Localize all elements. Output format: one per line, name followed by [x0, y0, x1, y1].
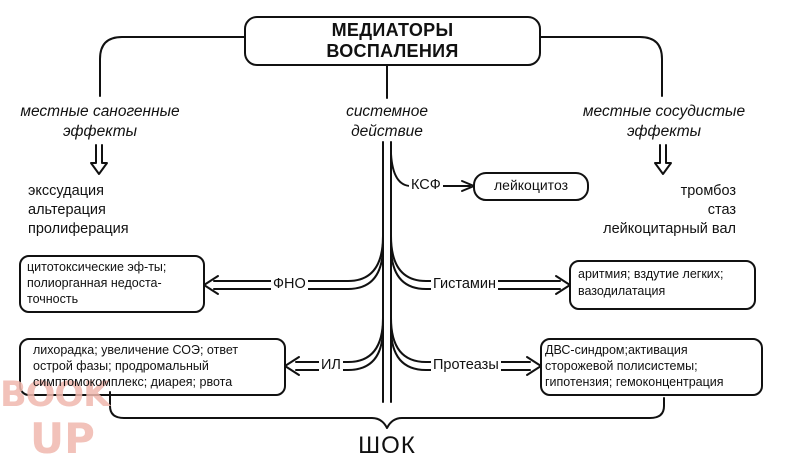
branch-il-outer [295, 317, 384, 363]
branch-left-line-1: местные саногенные [20, 103, 180, 120]
il-box-line-1: лихорадка; увеличение СОЭ; ответ [33, 343, 239, 357]
right-effect-1: тромбоз [680, 183, 736, 199]
hollow-arrow-right [654, 144, 672, 175]
protease-effects-box [540, 338, 763, 396]
arrowhead-prot [526, 356, 542, 376]
il-box-line-3: симптомокомплекс; диарея; рвота [33, 375, 233, 389]
connector-right [539, 36, 663, 97]
branch-right-line-1: местные сосудистые [582, 103, 746, 120]
branch-prot-outer [390, 317, 531, 363]
mediator-il: ИЛ [319, 357, 343, 375]
il-box-line-2: острой фазы; продромальный [33, 359, 209, 373]
branch-il-inner [295, 327, 384, 371]
prot-box-line-1: ДВС-синдром;активация [545, 343, 688, 357]
shock-brace [109, 391, 665, 429]
branch-fno-inner [213, 245, 384, 290]
histamine-effects-box [569, 260, 756, 310]
fno-box-line-1: цитотоксические эф-ты; [27, 260, 167, 274]
leukocytosis-box [473, 172, 589, 201]
mediator-proteases: Протеазы [431, 357, 501, 375]
right-effect-2: стаз [707, 202, 736, 218]
branch-center-line-1: системное [346, 103, 428, 120]
mediator-histamine: Гистамин [431, 276, 499, 294]
prot-box-line-3: гипотензия; гемоконцентрация [545, 375, 724, 389]
fno-box-line-2: полиорганная недоста- [27, 276, 162, 290]
watermark-up: UP [30, 414, 95, 463]
fno-effects-box [19, 255, 205, 313]
branch-center-line-2: действие [351, 123, 423, 140]
branch-right-line-2: эффекты [626, 123, 702, 140]
connector-left [99, 36, 246, 97]
shock-label: ШОК [358, 432, 416, 459]
left-effect-2: альтерация [28, 202, 106, 218]
title-box [244, 16, 541, 66]
prot-box-line-2: сторожевой полисистемы; [545, 359, 698, 373]
left-effect-3: пролиферация [28, 221, 129, 237]
hist-box-line-1: аритмия; вздутие легких; [578, 267, 724, 281]
fno-box-line-3: точность [27, 292, 79, 306]
il-effects-box [19, 338, 286, 396]
branch-prot-inner [390, 327, 531, 371]
arrowhead-hist [555, 275, 571, 295]
hollow-arrow-left [90, 144, 108, 175]
arrowhead-il [284, 356, 300, 376]
title-line-2: ВОСПАЛЕНИЯ [326, 41, 459, 61]
mediator-ksf: КСФ [409, 177, 443, 195]
title-line-1: МЕДИАТОРЫ [331, 20, 454, 40]
branch-hist-outer [390, 235, 561, 282]
branch-hist-inner [390, 245, 561, 290]
branch-fno-outer [213, 235, 384, 282]
arrowhead-fno [203, 275, 219, 295]
branch-left-line-2: эффекты [62, 123, 138, 140]
hist-box-line-2: вазодилатация [578, 284, 666, 298]
leukocytosis-label: лейкоцитоз [494, 177, 568, 193]
mediator-fno: ФНО [271, 276, 308, 294]
left-effect-1: экссудация [28, 183, 104, 199]
right-effect-3: лейкоцитарный вал [603, 221, 736, 237]
watermark-book: BOOK [0, 375, 110, 415]
